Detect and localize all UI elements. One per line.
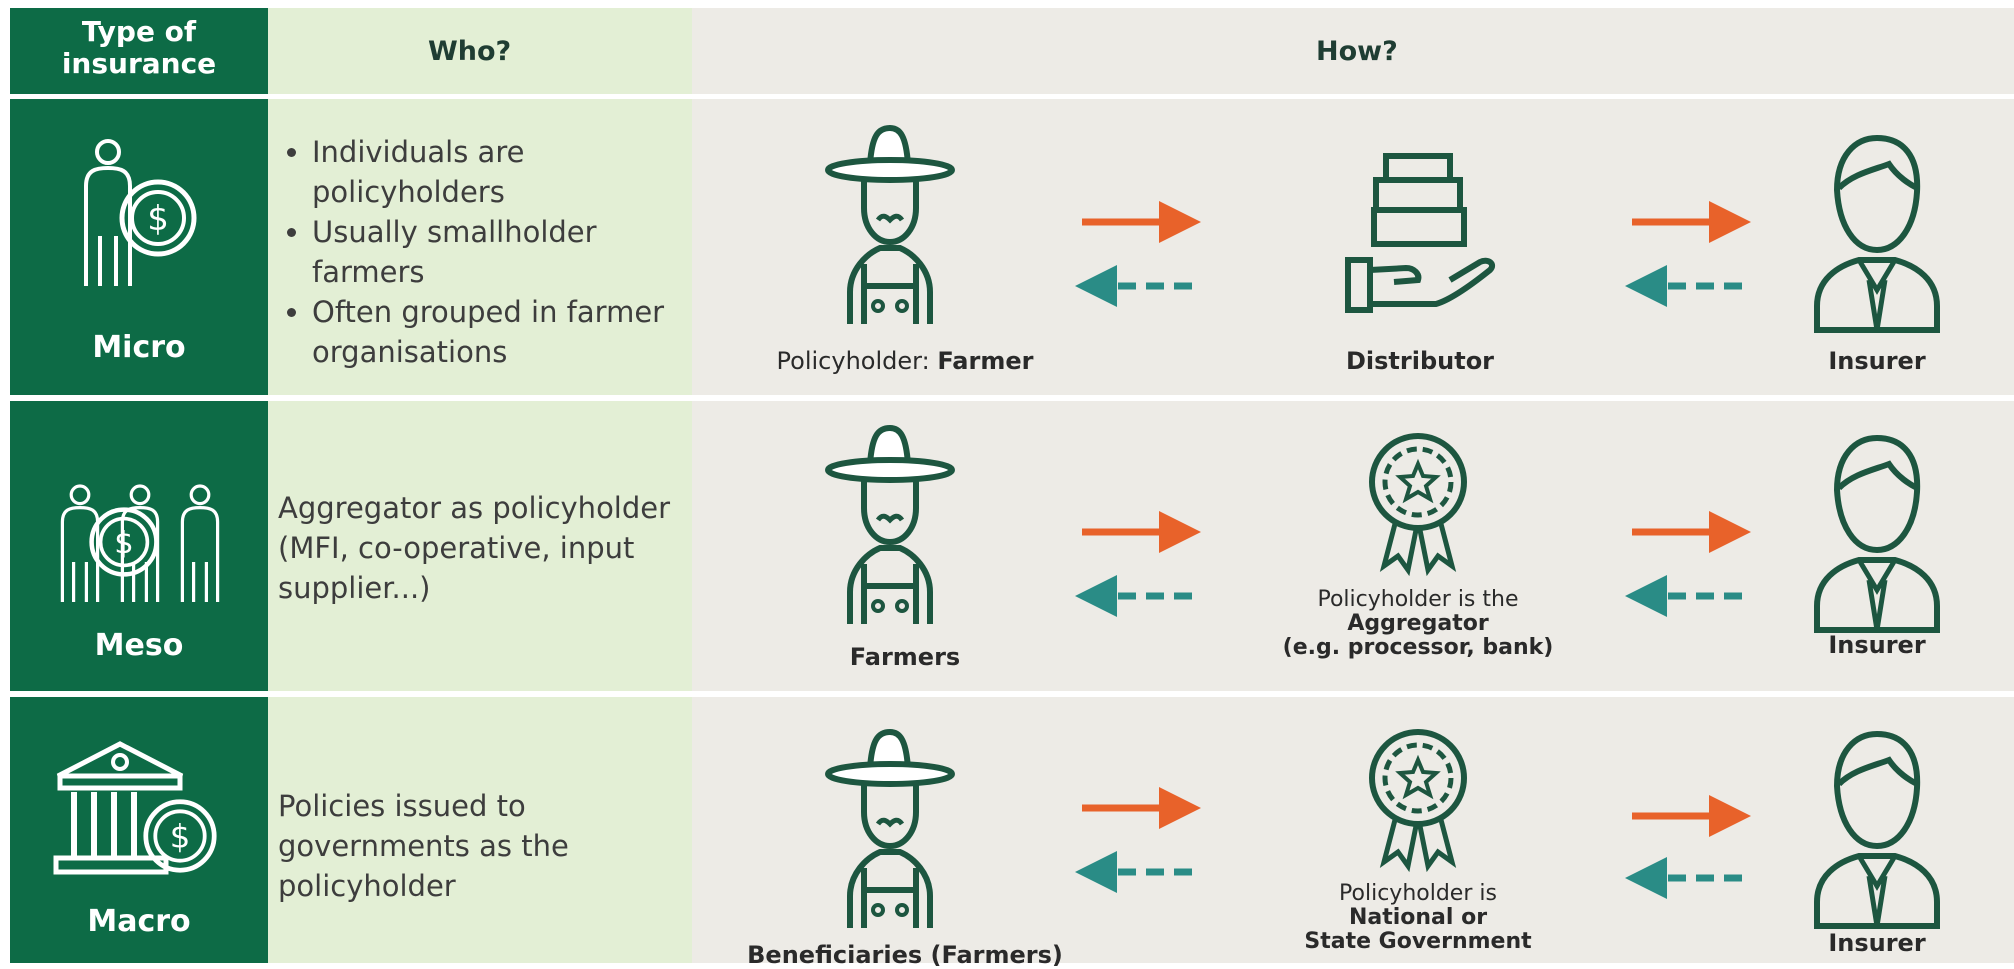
row-micro-who: Individuals are policyholders Usually sm…	[278, 132, 678, 372]
header-how: How?	[1316, 36, 1398, 67]
row-macro-type-cell	[10, 697, 268, 963]
who-bullet: Individuals are policyholders	[312, 132, 678, 212]
header-type: Type of insurance	[61, 15, 217, 80]
who-paragraph: Aggregator as policyholder (MFI, co-oper…	[278, 491, 671, 605]
row-macro-who-cell	[268, 697, 692, 963]
row-micro-type-label: Micro	[92, 330, 186, 365]
row-meso-type-cell	[10, 401, 268, 691]
header-type-cell: Type of insurance	[10, 8, 268, 94]
row-meso-middle-line3: (e.g. processor, bank)	[1282, 635, 1554, 660]
farmer-label-bold: Farmer	[937, 347, 1034, 375]
farmer-label-prefix: Policyholder:	[776, 347, 938, 375]
row-micro-farmer-label: Policyholder: Farmer	[770, 348, 1040, 374]
row-macro-middle-line2: National or	[1348, 905, 1488, 930]
row-micro-how-cell	[692, 99, 2014, 395]
row-meso-type-label: Meso	[94, 628, 184, 663]
row-macro-type-label: Macro	[87, 904, 191, 939]
who-bullet: Usually smallholder farmers	[312, 212, 678, 292]
row-micro-insurer-label: Insurer	[1828, 347, 1926, 375]
header-how-cell: How?	[692, 8, 2014, 94]
row-meso-how-cell	[692, 401, 2014, 691]
row-macro-who: Policies issued to governments as the po…	[278, 786, 658, 906]
row-macro-middle-line3: State Government	[1304, 929, 1532, 954]
row-meso-who-cell	[268, 401, 692, 691]
header-who-cell: Who?	[268, 8, 692, 94]
who-bullet: Often grouped in farmer organisations	[312, 292, 678, 372]
row-micro-who-cell	[268, 99, 692, 395]
header-who: Who?	[428, 36, 512, 67]
row-meso-middle-line2: Aggregator	[1347, 611, 1489, 636]
row-micro-distributor-label: Distributor	[1345, 347, 1495, 375]
row-meso-who: Aggregator as policyholder (MFI, co-oper…	[278, 488, 678, 608]
row-macro-insurer-label: Insurer	[1828, 929, 1926, 957]
row-meso-insurer-label: Insurer	[1828, 631, 1926, 659]
bank-with-coin-icon	[53, 741, 230, 875]
row-meso-farmer-label: Farmers	[849, 643, 961, 671]
row-macro-middle-line1: Policyholder is	[1339, 881, 1497, 906]
row-meso-middle-line1: Policyholder is the	[1317, 587, 1519, 612]
who-paragraph: Policies issued to governments as the po…	[278, 789, 569, 903]
